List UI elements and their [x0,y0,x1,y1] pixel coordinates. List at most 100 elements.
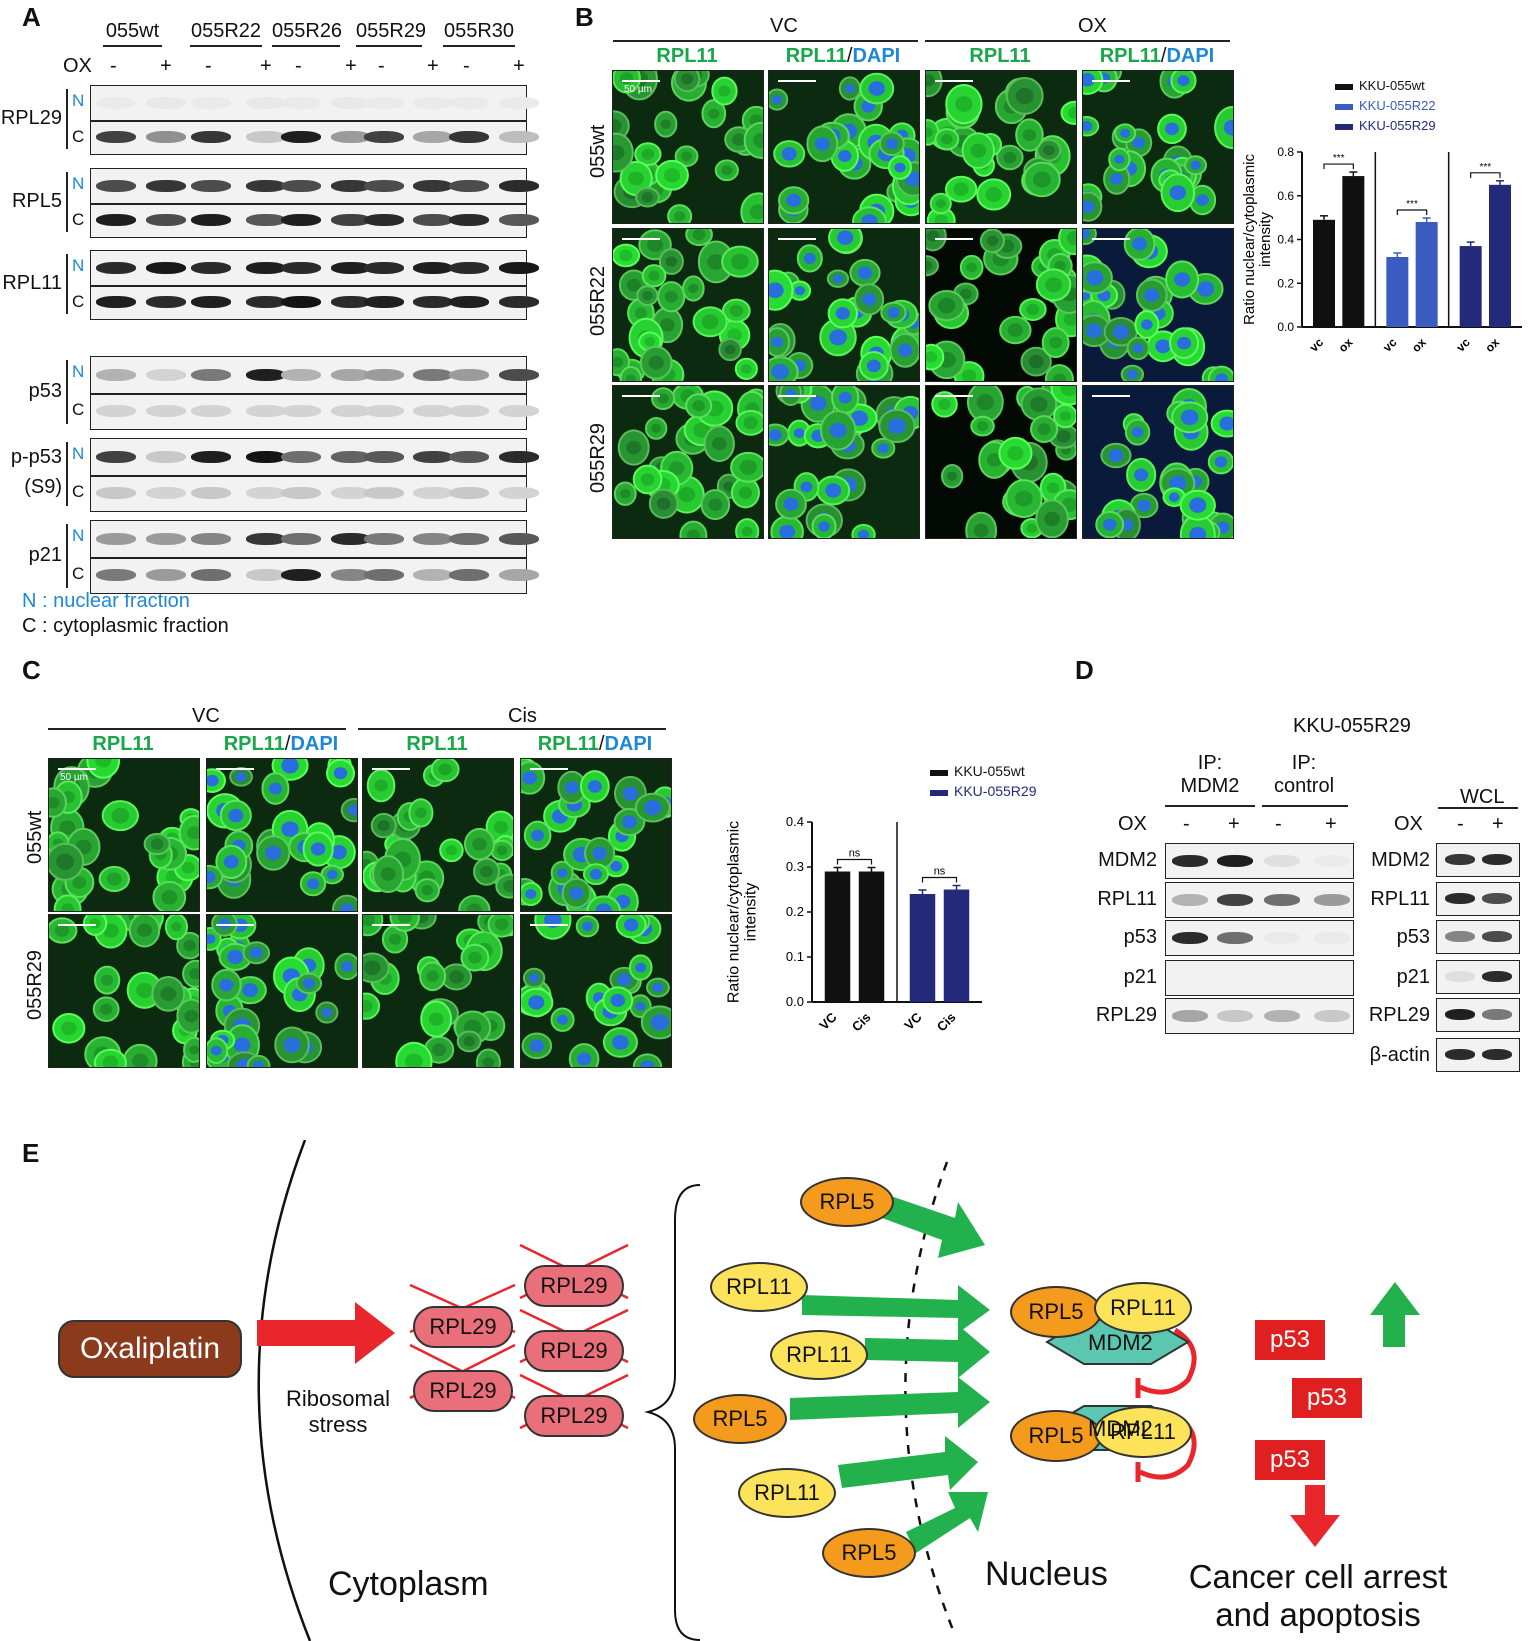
ox-sign: + [427,55,439,77]
ip-row-label: p21 [1123,966,1157,988]
micrograph-image [769,71,919,223]
band-cytoplasmic [413,131,453,143]
band-cytoplasmic [246,569,286,581]
legend-label: KKU-055wt [1359,78,1425,93]
header-green: RPL11 [92,733,154,755]
band-cytoplasmic [331,214,371,226]
bar [1313,219,1335,327]
band-cytoplasmic [413,487,453,499]
ip-row-label: RPL11 [1097,888,1157,910]
micrograph [520,758,672,912]
x-tick-label: vc [1380,335,1400,355]
panel-b-ox-header: OX [1078,15,1107,37]
band-cytoplasmic [449,131,489,143]
band [1217,894,1253,906]
fraction-divider [91,203,526,205]
ylabel-line: intensity [743,883,760,942]
panel-d-title: KKU-055R29 [1293,715,1411,737]
band-cytoplasmic [331,131,371,143]
cell-line-label: 055R22 [190,20,262,42]
rpl29-pill: RPL29 [413,1306,513,1348]
scale-bar [622,395,660,397]
legend-swatch [1335,104,1353,110]
band-cytoplasmic [96,487,136,499]
rpl29-pill: RPL29 [413,1370,513,1412]
micrograph-image [207,759,357,911]
header-blue: DAPI [290,733,339,755]
band-nuclear [246,180,286,192]
ip-row-label: p53 [1123,926,1157,948]
legend-label: KKU-055R29 [954,783,1037,799]
blot-strip [90,168,539,238]
bracket-line [66,254,68,314]
band [1482,854,1512,865]
band-cytoplasmic [449,405,489,417]
band-cytoplasmic [281,569,321,581]
band-cytoplasmic [331,405,371,417]
panel-c-vc-header: VC [192,705,220,727]
y-axis-label: Ratio nuclear/cytoplasmicintensity [1241,154,1274,325]
band-cytoplasmic [499,131,539,143]
significance-label: ns [849,848,861,860]
column-header: RPL11 [48,733,198,756]
band-nuclear [146,533,186,545]
band-nuclear [413,451,453,463]
band-cytoplasmic [146,569,186,581]
ox-sign: - [1183,813,1190,835]
ox-sign: + [260,55,272,77]
ribosomal-stress-label: Ribosomal stress [278,1386,398,1438]
micrograph-image [613,386,763,538]
significance-bracket [1323,163,1354,170]
y-tick-label: 0.0 [786,994,804,1009]
micrograph [768,70,920,224]
bar [858,871,885,1002]
band-cytoplasmic [364,214,404,226]
fraction-n-label: N [72,526,85,545]
band-nuclear [146,369,186,381]
micrograph [925,70,1077,224]
band-nuclear [331,451,371,463]
header-green: RPL11 [223,733,285,755]
micrograph [612,228,764,382]
bar [909,894,936,1002]
bar [943,889,970,1002]
band-nuclear [499,451,539,463]
outcome-line-2: and apoptosis [1215,1596,1421,1633]
wcl-blot-strip [1436,843,1520,877]
rpl29-pill: RPL29 [524,1265,624,1307]
band [1445,971,1475,982]
band-cytoplasmic [281,487,321,499]
blot-label: RPL5 [11,190,62,212]
row-label: 055R29 [587,422,609,493]
band-nuclear [146,180,186,192]
column-header: RPL11 [925,45,1075,68]
significance-bracket [836,858,873,865]
band-nuclear [146,451,186,463]
micrograph [206,914,358,1068]
micrograph-image [521,915,671,1067]
micrograph-image [521,759,671,911]
micrograph-image [613,229,763,381]
band-cytoplasmic [364,569,404,581]
stress-line-1: Ribosomal [286,1386,390,1411]
band-cytoplasmic [96,296,136,308]
scale-bar [1092,80,1130,82]
significance-bracket [1396,209,1428,215]
mdm2-label: MDM2 [1088,1416,1153,1441]
cell-line-label: 055R29 [356,20,427,42]
panel-label-a: A [22,2,41,32]
bar [1342,176,1365,327]
significance-label: *** [1333,153,1345,164]
band-nuclear [499,369,539,381]
band-cytoplasmic [449,487,489,499]
fraction-c-label: C [72,127,85,146]
band [1482,971,1512,982]
micrograph [48,758,200,912]
micrograph-image [1083,71,1233,223]
micrograph-image [926,71,1076,223]
scale-bar [935,238,973,240]
band-nuclear [413,369,453,381]
band-cytoplasmic [449,569,489,581]
column-header: RPL11/DAPI [206,733,356,756]
